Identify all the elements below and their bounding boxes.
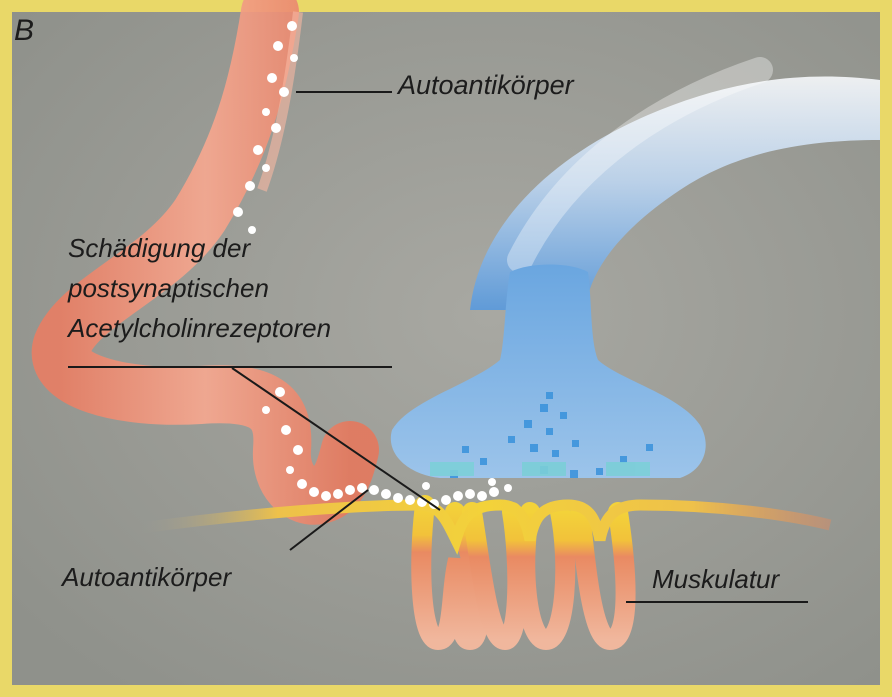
receptor-damage-line-3: Acetylcholinrezeptoren — [68, 308, 331, 348]
receptor-damage-label: Schädigung der postsynaptischen Acetylch… — [68, 228, 331, 348]
release-zones — [430, 462, 650, 476]
muscle-label: Muskulatur — [652, 564, 779, 595]
receptor-damage-line-1: Schädigung der — [68, 228, 331, 268]
autoantibody-label-bottom: Autoantikörper — [62, 562, 231, 593]
panel-letter: B — [14, 14, 34, 48]
receptor-damage-line-2: postsynaptischen — [68, 268, 331, 308]
autoantibody-label-top: Autoantikörper — [398, 70, 574, 101]
